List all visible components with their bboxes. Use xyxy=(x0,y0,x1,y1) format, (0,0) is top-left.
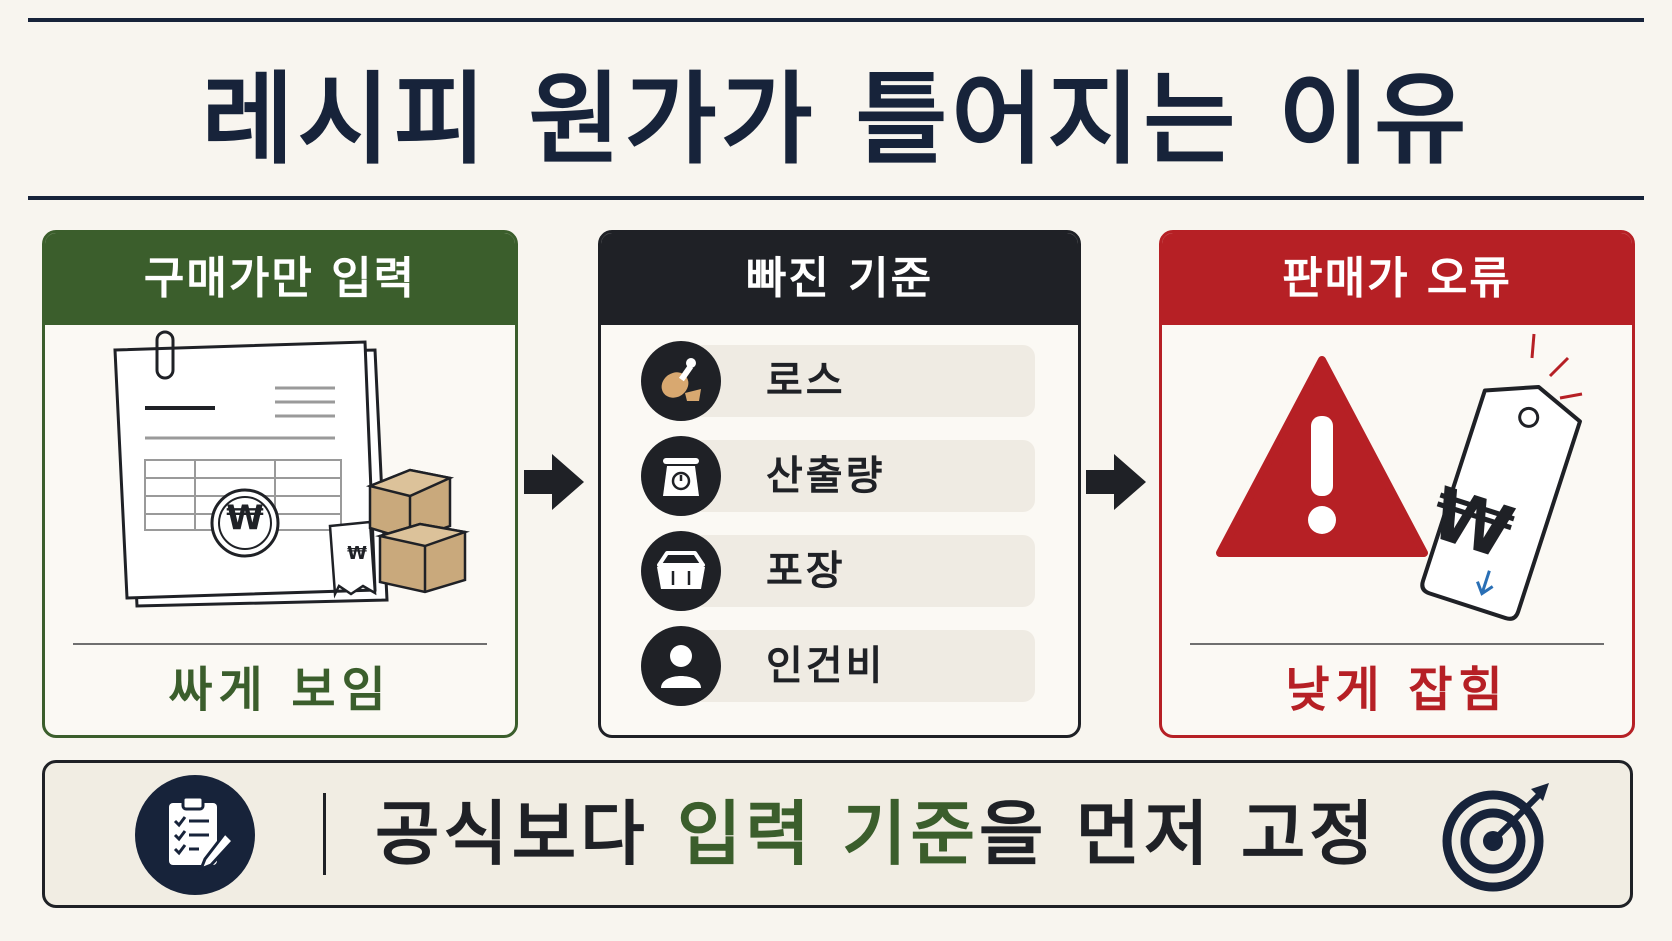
list-item-label: 인건비 xyxy=(766,643,886,689)
panel-purchase-price-divider xyxy=(73,643,487,645)
list-item: 인건비 xyxy=(641,626,1039,706)
list-item: 산출량 xyxy=(641,436,1039,516)
arrow-right-icon xyxy=(1086,454,1146,510)
panel-purchase-price: 구매가만 입력 ₩ ₩ 싸게 보임 xyxy=(42,230,518,738)
vertical-divider xyxy=(323,793,326,875)
list-item: 로스 xyxy=(641,341,1039,421)
page-title: 레시피 원가가 틀어지는 이유 xyxy=(201,61,1471,178)
panel-price-error-footer: 낮게 잡힘 xyxy=(1285,662,1509,718)
list-item-background xyxy=(691,440,1035,512)
conclusion-text-part1: 공식보다 xyxy=(375,793,677,875)
list-item-background xyxy=(691,345,1035,417)
panel-price-error-divider xyxy=(1190,643,1604,645)
arrow-right-icon xyxy=(524,454,584,510)
list-item-label: 포장 xyxy=(766,548,846,594)
price-tag-icon xyxy=(1420,384,1582,621)
warning-icon xyxy=(1216,356,1428,557)
person-icon xyxy=(641,626,721,706)
conclusion-text: 공식보다 입력 기준을 먼저 고정 xyxy=(375,763,1378,905)
panel-missing-criteria-header: 빠진 기준 xyxy=(601,233,1078,325)
list-item-background xyxy=(691,535,1035,607)
list-item-label: 로스 xyxy=(766,358,846,404)
panel-price-error-header: 판매가 오류 xyxy=(1162,233,1632,325)
target-icon xyxy=(1442,783,1549,892)
list-item: 포장 xyxy=(641,531,1039,611)
list-item-background xyxy=(691,630,1035,702)
title-underline xyxy=(28,196,1644,200)
warning-price-tag-illustration xyxy=(1216,333,1583,621)
container-icon xyxy=(641,531,721,611)
panel-missing-criteria: 빠진 기준 로스 산출량 xyxy=(598,230,1081,738)
clipboard-checklist-icon xyxy=(135,775,255,895)
conclusion-text-part2: 을 먼저 고정 xyxy=(978,793,1378,875)
list-item-label: 산출량 xyxy=(766,453,886,499)
coin-currency-symbol: ₩ xyxy=(226,498,264,538)
spreadsheet-boxes-illustration xyxy=(113,330,470,608)
top-rule xyxy=(28,18,1644,22)
panel-purchase-price-footer: 싸게 보임 xyxy=(168,662,392,718)
panel-purchase-price-header: 구매가만 입력 xyxy=(45,233,515,325)
receipt-currency-symbol: ₩ xyxy=(347,543,367,564)
panel-price-error: 판매가 오류 ₩ 낮게 잡힘 xyxy=(1159,230,1635,738)
scale-icon xyxy=(641,436,721,516)
meat-icon xyxy=(641,341,721,421)
conclusion-box: 공식보다 입력 기준을 먼저 고정 xyxy=(42,760,1633,908)
conclusion-text-highlight: 입력 기준 xyxy=(676,793,979,875)
